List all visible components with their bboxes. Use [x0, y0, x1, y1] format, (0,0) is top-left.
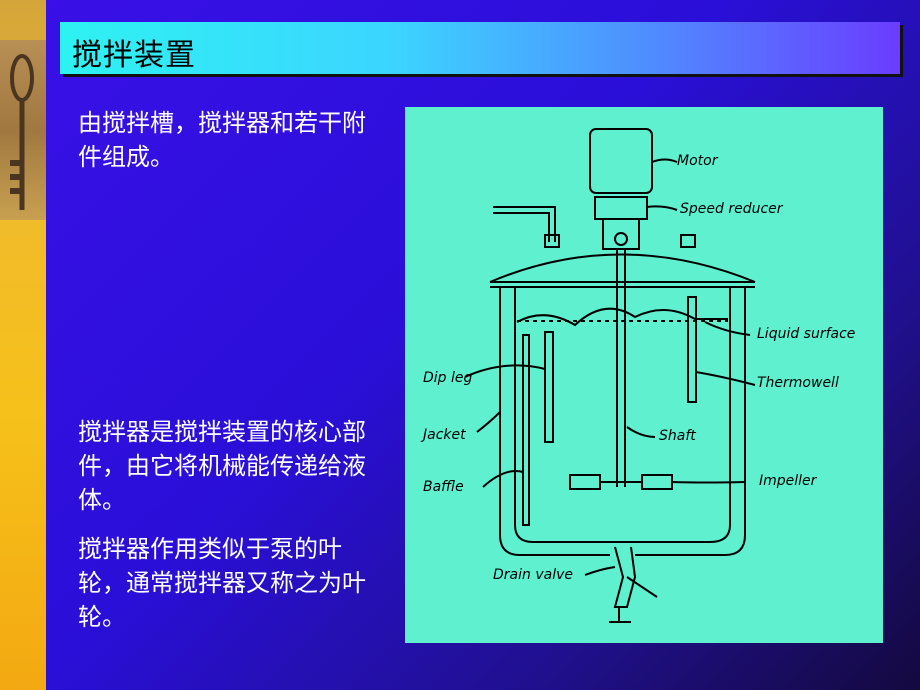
motor-label: Motor [677, 153, 718, 169]
jacket-label: Jacket [423, 427, 466, 443]
impeller-blade-left [569, 474, 601, 490]
thermowell-label: Thermowell [757, 375, 839, 391]
coupling-shape [602, 218, 640, 250]
key-icon [10, 54, 34, 210]
core-paragraph: 搅拌器是搅拌装置的核心部件，由它将机械能传递给液体。 [78, 418, 366, 514]
speed-reducer-label: Speed reducer [680, 201, 783, 217]
liquid-surface-label: Liquid surface [757, 326, 856, 342]
jacket-outline [499, 287, 610, 556]
drain-valve-label: Drain valve [493, 567, 573, 583]
key-decor-image [0, 40, 46, 220]
impeller-blade-right [641, 474, 673, 490]
motor-shape [589, 128, 653, 194]
inlet-pipe [493, 206, 556, 242]
agitator-diagram: Motor Speed reducer Liquid surface Dip l… [405, 107, 883, 643]
title-bar: 搅拌装置 [60, 22, 900, 74]
thermowell-shape [687, 296, 697, 403]
agitator-drawing [464, 128, 756, 623]
nozzle-shape [680, 234, 696, 248]
drain-valve-shape [613, 546, 637, 608]
dip-leg-label: Dip leg [423, 370, 473, 386]
speed-reducer-shape [594, 196, 648, 220]
impeller-label: Impeller [759, 473, 817, 489]
shaft-label: Shaft [659, 428, 696, 444]
liquid-surface-line [516, 307, 728, 327]
baffle-shape [522, 334, 530, 526]
analogy-paragraph: 搅拌器作用类似于泵的叶轮，通常搅拌器又称之为叶轮。 [78, 535, 366, 631]
baffle-label: Baffle [423, 479, 464, 495]
intro-paragraph: 由搅拌槽，搅拌器和若干附件组成。 [78, 109, 366, 171]
vessel-outline [514, 287, 731, 543]
page-title: 搅拌装置 [72, 38, 196, 73]
dip-leg-shape [544, 331, 554, 443]
vessel-lid [489, 253, 756, 283]
